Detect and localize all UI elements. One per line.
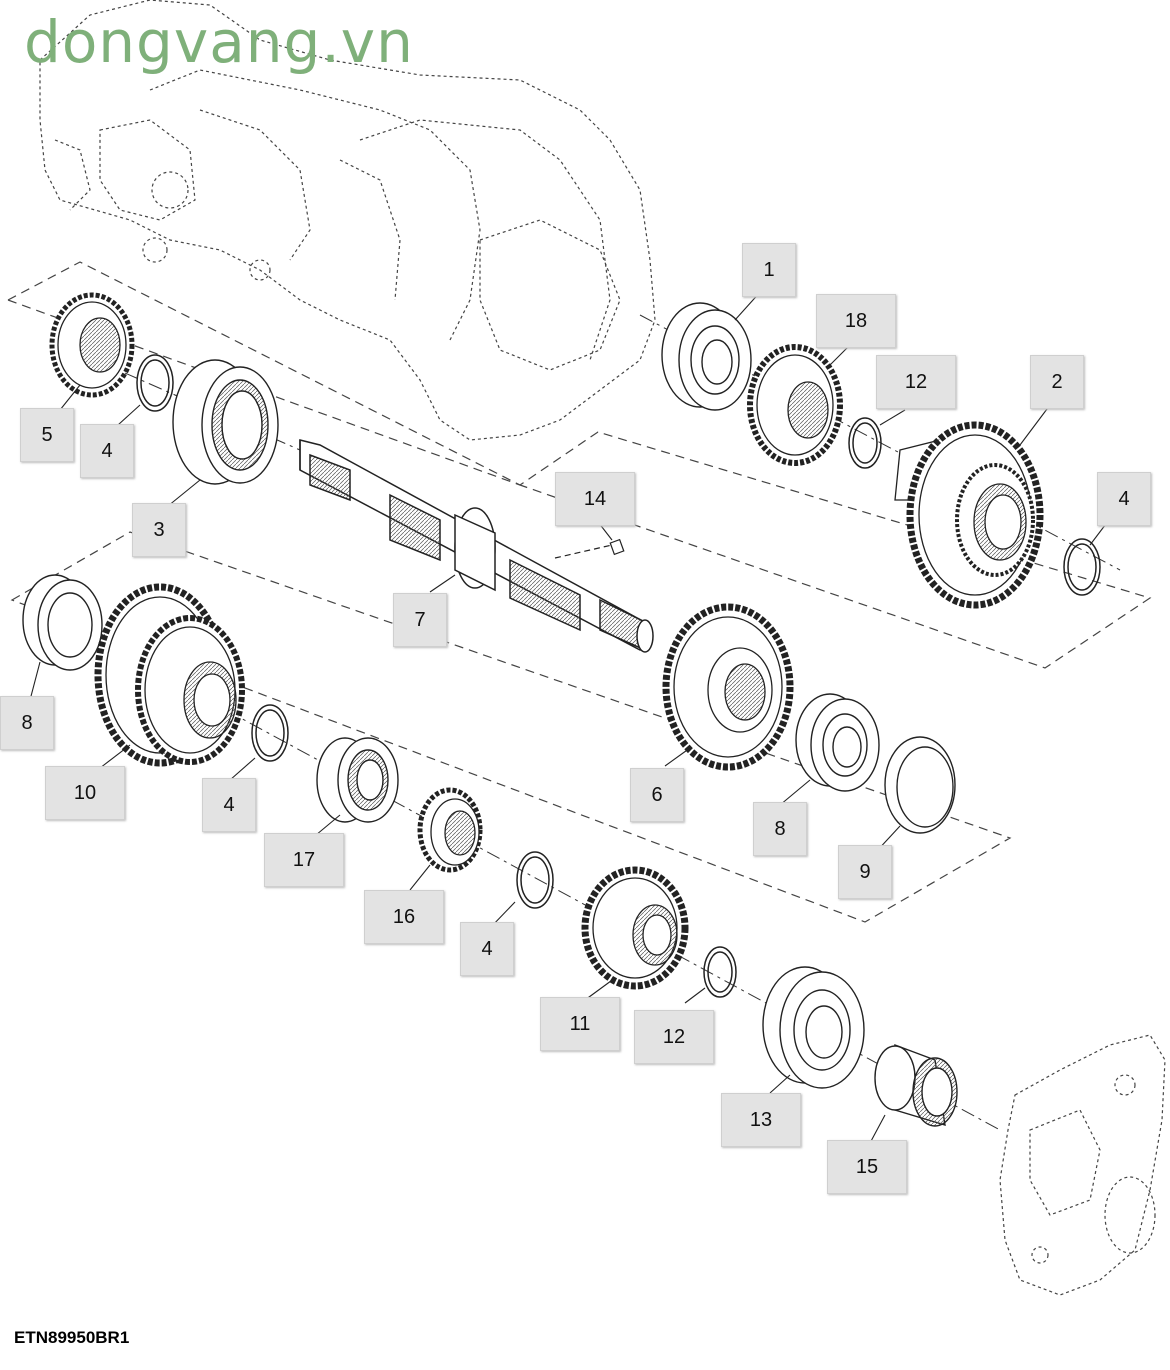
snap-ring-12b <box>703 946 737 998</box>
figure-id: ETN89950BR1 <box>14 1328 130 1347</box>
bearing-1 <box>661 302 752 411</box>
watermark-text: dongvang.vn <box>24 8 414 76</box>
main-shaft <box>299 439 654 653</box>
sleeve-17 <box>316 737 399 823</box>
bearing-8a <box>22 574 103 671</box>
callout-4-right: 4 <box>1097 472 1151 526</box>
callout-11: 11 <box>540 997 620 1051</box>
callout-8-right: 8 <box>753 802 807 856</box>
callout-12-top: 12 <box>876 355 956 409</box>
snap-ring-4c <box>251 704 289 762</box>
sleeve-3 <box>172 359 279 485</box>
callout-12-bottom: 12 <box>634 1010 714 1064</box>
callout-7: 7 <box>393 593 447 647</box>
ring-9 <box>884 736 956 834</box>
gear-18 <box>747 344 843 466</box>
bearing-15 <box>874 1043 958 1127</box>
callout-16: 16 <box>364 890 444 944</box>
snap-ring-4a <box>136 354 174 412</box>
snap-ring-4d <box>516 851 554 909</box>
callout-18: 18 <box>816 294 896 348</box>
gear-10 <box>94 583 245 767</box>
gear-2 <box>894 421 1044 609</box>
snap-ring-4b <box>1063 538 1101 596</box>
front-cover-outline <box>999 1034 1166 1296</box>
callout-8-left: 8 <box>0 696 54 750</box>
pin-part-14 <box>554 538 625 559</box>
callout-4-middle: 4 <box>202 778 256 832</box>
callout-2: 2 <box>1030 355 1084 409</box>
callout-15: 15 <box>827 1140 907 1194</box>
callout-6: 6 <box>630 768 684 822</box>
gear-5 <box>49 292 135 398</box>
bearing-13 <box>762 966 865 1089</box>
callout-9: 9 <box>838 845 892 899</box>
callout-5: 5 <box>20 408 74 462</box>
gear-16 <box>417 787 483 873</box>
callout-17: 17 <box>264 833 344 887</box>
callout-3: 3 <box>132 503 186 557</box>
gear-11 <box>581 866 689 990</box>
transmission-housing-outline <box>39 0 656 441</box>
callout-10: 10 <box>45 766 125 820</box>
gear-6 <box>662 603 794 771</box>
bearing-8b <box>795 693 880 792</box>
callout-4-top-left: 4 <box>80 424 134 478</box>
callout-14: 14 <box>555 472 635 526</box>
snap-ring-12a <box>848 417 882 469</box>
callout-13: 13 <box>721 1093 801 1147</box>
callout-4-bottom: 4 <box>460 922 514 976</box>
callout-1: 1 <box>742 243 796 297</box>
